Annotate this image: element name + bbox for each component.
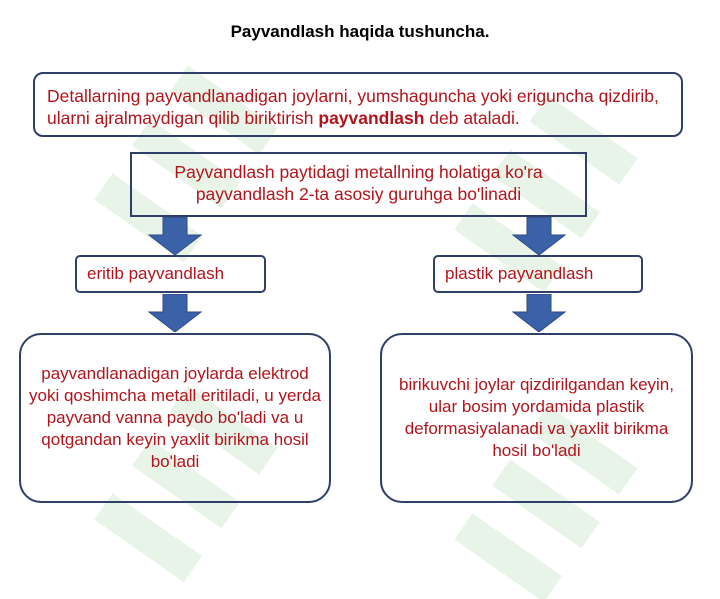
description-text: birikuvchi joylar qizdirilgandan keyin, … [399, 375, 674, 460]
grouping-box: Payvandlash paytidagi metallning holatig… [130, 152, 587, 217]
description-box-plastic: birikuvchi joylar qizdirilgandan keyin, … [380, 333, 693, 503]
down-arrow-icon [147, 294, 203, 332]
branch-label: plastik payvandlash [445, 264, 594, 283]
definition-text: Detallarning payvandlanadigan joylarni, … [47, 86, 659, 128]
branch-box-fusion: eritib payvandlash [75, 255, 266, 293]
branch-label: eritib payvandlash [87, 264, 225, 283]
down-arrow-icon [147, 217, 203, 255]
branch-box-plastic: plastik payvandlash [433, 255, 643, 293]
definition-text-end: deb ataladi. [424, 108, 520, 128]
definition-box: Detallarning payvandlanadigan joylarni, … [33, 72, 683, 137]
description-text: payvandlanadigan joylarda elektrod yoki … [29, 364, 321, 471]
down-arrow-icon [511, 294, 567, 332]
definition-highlight: payvandlash [318, 108, 425, 128]
description-box-fusion: payvandlanadigan joylarda elektrod yoki … [19, 333, 331, 503]
grouping-text: Payvandlash paytidagi metallning holatig… [174, 162, 543, 204]
down-arrow-icon [511, 217, 567, 255]
page-title: Payvandlash haqida tushuncha. [230, 22, 490, 41]
